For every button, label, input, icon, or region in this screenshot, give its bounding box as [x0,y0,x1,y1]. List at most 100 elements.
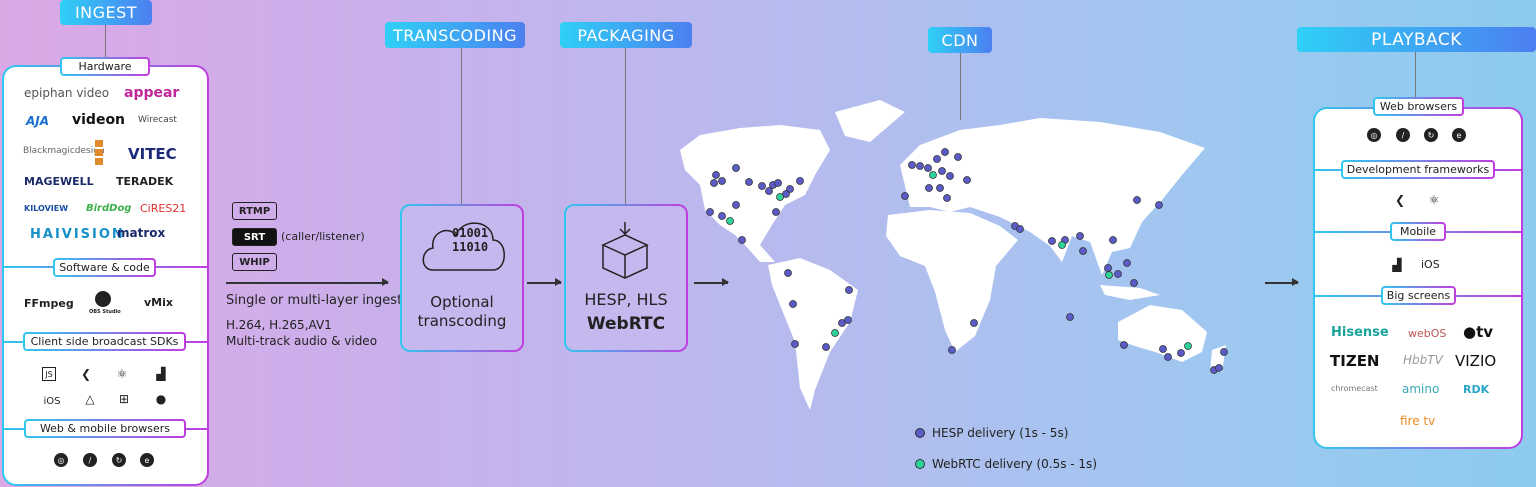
obs-icon [95,291,111,307]
connector-line [960,53,961,120]
logo-aja: AJA [26,114,50,128]
hesp-node-dot [786,185,794,193]
hesp-node-dot [1079,247,1087,255]
android-icon: ▟ [1392,258,1402,272]
stage-label-packaging: PACKAGING [560,22,692,48]
hesp-node-dot [758,182,766,190]
hesp-node-dot [938,167,946,175]
hesp-node-dot [845,286,853,294]
appletv-text: tv [1476,323,1494,341]
hesp-node-dot [948,346,956,354]
logo-hbbtv: HbbTV [1403,353,1443,367]
logo-haivision: HAIVISION [30,227,125,242]
hesp-node-dot [936,184,944,192]
connector-line [1415,52,1416,98]
logo-videon: videon [72,112,126,128]
webrtc-node-dot [726,217,734,225]
hesp-node-dot [1159,345,1167,353]
hesp-node-dot [706,208,714,216]
section-software: Software & code [53,258,156,277]
hesp-node-dot [941,148,949,156]
hesp-node-dot [1177,349,1185,357]
hesp-node-dot [738,236,746,244]
react-icon: ⚛ [1428,193,1440,207]
stage-label-transcoding: TRANSCODING [385,22,525,48]
playback-panel [1313,107,1523,449]
logo-webos: webOS [1408,327,1447,340]
stage-label-ingest: INGEST [60,0,152,25]
hesp-node-dot [954,153,962,161]
protocol-rtmp: RTMP [232,202,277,220]
greenland [835,100,905,142]
hesp-node-dot [789,300,797,308]
legend-hesp-dot [915,428,925,438]
africa [886,210,1018,352]
hesp-node-dot [1215,364,1223,372]
chrome-icon: ◎ [1367,128,1381,142]
hesp-node-dot [1109,236,1117,244]
hesp-node-dot [943,194,951,202]
firefox-icon: ↻ [1424,128,1438,142]
transcoding-box [400,204,524,352]
hesp-node-dot [844,316,852,324]
ingest-note-3: Multi-track audio & video [226,334,378,348]
hesp-node-dot [1104,264,1112,272]
hesp-node-dot [1220,348,1228,356]
transcoding-label-2: transcoding [417,312,507,330]
arrow-ingest [226,279,389,285]
logo-matrox: matrox [117,226,166,240]
ingest-panel [2,65,209,486]
logo-kiloview: KILOVIEW [24,204,69,213]
logo-ffmpeg: FFmpeg [24,297,74,310]
hesp-node-dot [963,176,971,184]
section-dev-frameworks: Development frameworks [1341,160,1495,179]
hesp-node-dot [1155,201,1163,209]
package-box-icon [601,222,649,279]
section-hardware: Hardware [60,57,150,76]
north-america [680,125,830,262]
webrtc-node-dot [1105,271,1113,279]
webrtc-node-dot [831,329,839,337]
eurasia [900,118,1205,275]
hesp-node-dot [765,187,773,195]
section-big-screens: Big screens [1381,286,1456,305]
webrtc-logo: WebRTC [586,314,666,334]
hesp-node-dot [732,201,740,209]
apple-icon: ● [155,392,167,406]
hesp-node-dot [782,190,790,198]
connector-line [625,48,626,204]
hesp-node-dot [772,208,780,216]
logo-hisense: Hisense [1331,325,1389,340]
logo-teradek: TERADEK [116,175,174,188]
logo-wirecast: Wirecast [138,115,177,125]
logo-cires21: CiRES21 [140,202,187,215]
section-sdks: Client side broadcast SDKs [23,332,186,351]
logo-appear: appear [124,85,180,101]
indonesia [1100,285,1160,300]
hesp-node-dot [933,155,941,163]
hesp-node-dot [1016,225,1024,233]
hesp-node-dot [791,340,799,348]
logo-appletv: ●tv [1463,323,1494,341]
section-mobile: Mobile [1390,222,1446,241]
arrow-transcoding [527,279,562,285]
hesp-node-dot [745,178,753,186]
hesp-node-dot [1076,232,1084,240]
legend-webrtc-dot [915,459,925,469]
logo-magewell: MAGEWELL [24,175,94,188]
legend-webrtc: WebRTC delivery (0.5s - 1s) [932,457,1097,471]
safari-icon: / [83,453,97,467]
stage-label-cdn: CDN [928,27,992,53]
logo-obs: OBS Studio [89,309,121,315]
hesp-node-dot [718,212,726,220]
hesp-node-dot [908,161,916,169]
blackmagic-mark [95,140,103,166]
hesp-node-dot [1048,237,1056,245]
ios-label: iOS [43,395,61,407]
hesp-node-dot [1066,313,1074,321]
hesp-node-dot [838,319,846,327]
srt-note: (caller/listener) [281,230,365,243]
linux-icon: △ [85,392,95,406]
ios-label: iOS [1421,258,1440,271]
hesp-node-dot [1164,353,1172,361]
